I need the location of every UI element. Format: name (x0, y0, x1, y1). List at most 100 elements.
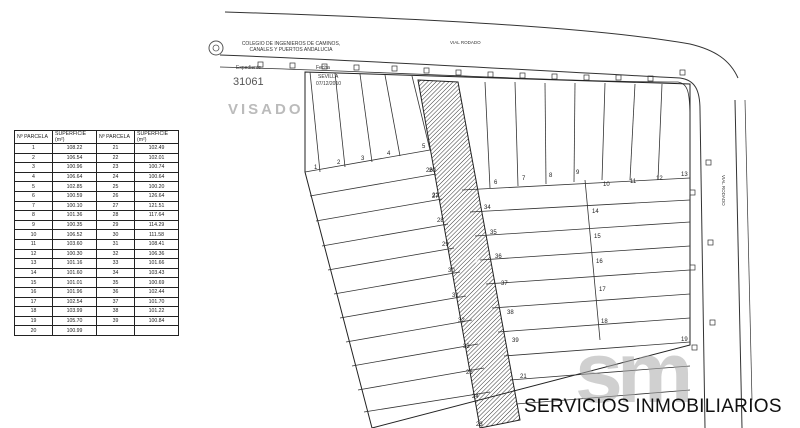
plot-label: 7 (522, 176, 526, 182)
surface-cell: 100.69 (134, 277, 179, 288)
parcel-number-cell: 30 (96, 229, 135, 240)
surface-cell: 108.41 (134, 238, 179, 250)
plot-label: 34 (484, 205, 491, 211)
top-street-name: VIAL RODADO (450, 40, 481, 45)
surface-cell: 100.84 (134, 315, 179, 327)
plot-label: 23 (476, 422, 483, 428)
parcel-number-cell: 29 (96, 219, 135, 231)
surface-cell: 102.01 (134, 152, 179, 164)
surface-cell: 100.30 (52, 248, 97, 260)
plot-label: 1 (314, 165, 318, 171)
parcel-number-cell: 37 (96, 296, 135, 308)
plot-label: 6 (494, 180, 498, 186)
plot-label: 16 (596, 259, 603, 265)
surface-cell: 101.36 (52, 210, 97, 221)
plot-label: 10 (603, 182, 610, 188)
parcel-number-cell: 13 (14, 258, 53, 269)
plot-label: 5 (422, 144, 426, 150)
parcel-number-cell: 18 (14, 306, 53, 317)
parcel-number-cell: 15 (14, 277, 53, 288)
visado-watermark: VISADO (228, 101, 304, 118)
header-surface: SUPERFICIE (m²) (134, 130, 179, 144)
surface-cell: 106.54 (52, 152, 97, 164)
plot-label: 28 (437, 218, 444, 224)
parcel-number-cell: 1 (14, 143, 53, 154)
parcel-number-cell: 10 (14, 229, 53, 240)
right-road-edge (699, 109, 706, 428)
parcel-number-cell: 5 (14, 181, 53, 192)
top-row-left-dividers (309, 71, 431, 173)
plot-label: 17 (599, 287, 606, 293)
surface-cell: 111.58 (134, 229, 179, 240)
brand-name: SERVICIOS INMOBILIARIOS (524, 396, 782, 417)
plot-label: 25 (466, 370, 473, 376)
surface-cell: 101.66 (134, 258, 179, 269)
plot-label: 13 (681, 172, 688, 178)
surface-cell: 102.54 (52, 296, 97, 308)
stamp-number: 31061 (233, 76, 264, 88)
left-block-dividers (304, 149, 491, 413)
parcel-number-cell: 17 (14, 296, 53, 308)
parcel-number-cell: 26 (96, 190, 135, 202)
surface-cell: 105.70 (52, 315, 97, 327)
brand-logo: sm (575, 325, 693, 421)
parcel-number-cell (96, 325, 135, 336)
right-street-name: VIAL RODADO (721, 175, 726, 206)
surface-cell: 121.51 (134, 200, 179, 212)
stamp-expediente-label: Expediente (236, 65, 262, 71)
surface-cell: 126.64 (134, 190, 179, 202)
parcel-number-cell: 9 (14, 219, 53, 231)
surface-cell (134, 325, 179, 336)
parcel-number-cell: 12 (14, 248, 53, 260)
parcel-number-cell: 31 (96, 238, 135, 250)
surface-cell: 100.10 (52, 200, 97, 212)
parcel-number-cell: 3 (14, 162, 53, 173)
middle-block-spine (584, 179, 601, 341)
parcel-number-cell: 16 (14, 286, 53, 298)
surface-cell: 106.52 (52, 229, 97, 240)
plot-label: 38 (507, 310, 514, 316)
top-row-right-dividers (484, 81, 663, 189)
surface-cell: 108.22 (52, 143, 97, 154)
surface-cell: 101.60 (52, 267, 97, 279)
plot-label: 36 (495, 254, 502, 260)
plot-label: 19 (681, 337, 688, 343)
plot-label: 39 (512, 338, 519, 344)
stamp-title: COLEGIO DE INGENIEROS DE CAMINOS, CANALE… (241, 41, 341, 53)
strip-name: VIAL (472, 254, 480, 266)
stamp-date: 07/12/2010 (316, 81, 342, 87)
development-boundary (304, 71, 691, 428)
surface-cell: 102.85 (52, 181, 97, 192)
parcel-number-cell: 28 (96, 210, 135, 221)
surface-cell: 101.01 (52, 277, 97, 288)
parcel-number-cell: 27 (96, 200, 135, 212)
plot-label: 3 (361, 156, 365, 162)
parcel-area-table: Nº PARCELA SUPERFICIE (m²) Nº PARCELA SU… (14, 130, 179, 336)
surface-cell: 101.22 (134, 306, 179, 317)
parcel-number-cell: 19 (14, 315, 53, 327)
parcel-number-cell: 34 (96, 267, 135, 279)
parcel-number-cell: 20 (14, 325, 53, 336)
surface-cell: 100.96 (52, 162, 97, 173)
top-road-outer-edge (224, 11, 739, 79)
surface-cell: 100.64 (134, 171, 179, 183)
surface-cell: 103.99 (52, 306, 97, 317)
parcel-number-cell: 39 (96, 315, 135, 327)
surface-cell: 101.96 (52, 286, 97, 298)
surface-cell: 100.20 (134, 181, 179, 192)
parcel-number-cell: 4 (14, 171, 53, 183)
parcel-number-cell: 6 (14, 190, 53, 202)
plot-label: 31 (452, 293, 459, 299)
